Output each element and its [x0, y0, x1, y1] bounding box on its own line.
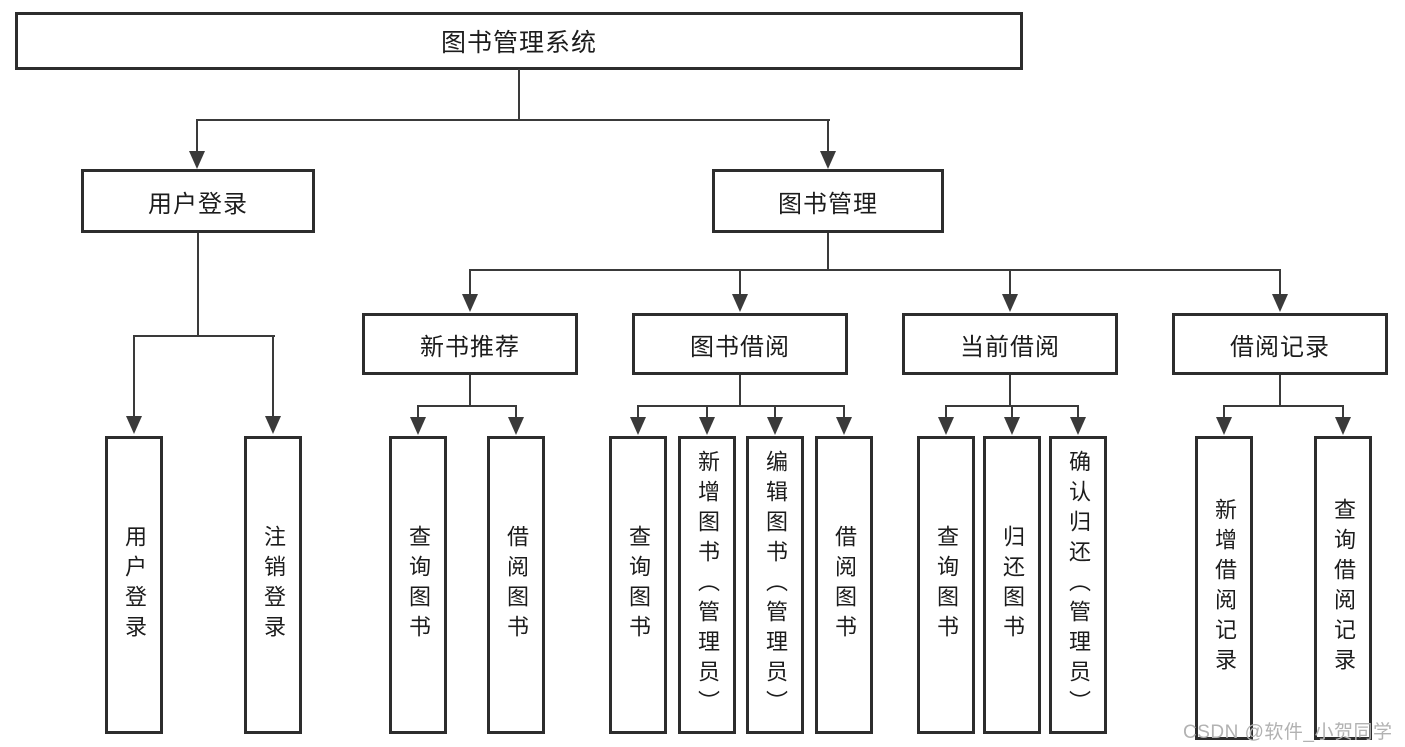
arrowhead-down-icon — [1004, 417, 1020, 435]
connector-drop — [1342, 405, 1344, 419]
arrowhead-down-icon — [630, 417, 646, 435]
connector-drop-login — [133, 335, 135, 417]
leaf-query-borrow-record: 查询借阅记录 — [1314, 436, 1372, 740]
arrowhead-down-icon — [1070, 417, 1086, 435]
node-book-borrowing: 图书借阅 — [632, 313, 848, 375]
connector-book-mgmt-stem — [827, 233, 829, 271]
arrowhead-down-icon — [410, 417, 426, 435]
connector-borrowing-bus — [637, 405, 845, 407]
leaf-query-books-current: 查询图书 — [917, 436, 975, 734]
connector-drop — [637, 405, 639, 419]
connector-records-stem — [1279, 375, 1281, 407]
node-label-borrow-records: 借阅记录 — [1230, 333, 1330, 361]
connector-user-login-stem — [197, 233, 199, 337]
connector-new-books-bus — [417, 405, 517, 407]
connector-drop-records — [1279, 269, 1281, 296]
arrowhead-down-icon — [189, 151, 205, 169]
leaf-query-books-borrowing: 查询图书 — [609, 436, 667, 734]
leaf-add-books-admin: 新增图书（管理员） — [678, 436, 736, 734]
leaf-label-borrow-books: 借阅图书 — [832, 525, 857, 645]
leaf-label-edit-books-admin: 编辑图书（管理员） — [763, 450, 788, 720]
connector-drop-book-management — [827, 119, 829, 153]
node-book-management: 图书管理 — [712, 169, 944, 233]
arrowhead-down-icon — [1335, 417, 1351, 435]
connector-drop — [515, 405, 517, 419]
leaf-label-return-books: 归还图书 — [1000, 525, 1025, 645]
arrowhead-down-icon — [820, 151, 836, 169]
arrowhead-down-icon — [265, 416, 281, 434]
connector-drop — [417, 405, 419, 419]
node-label-new-book-recommend: 新书推荐 — [420, 333, 520, 361]
leaf-logout: 注销登录 — [244, 436, 302, 734]
csdn-watermark: CSDN @软件_小贺同学 — [1183, 722, 1393, 743]
connector-current-stem — [1009, 375, 1011, 407]
connector-drop-logout — [272, 335, 274, 417]
connector-root-bus — [196, 119, 830, 121]
arrowhead-down-icon — [699, 417, 715, 435]
leaf-label-query-books: 查询图书 — [626, 525, 651, 645]
leaf-edit-books-admin: 编辑图书（管理员） — [746, 436, 804, 734]
node-label-current-borrowing: 当前借阅 — [960, 333, 1060, 361]
connector-drop — [706, 405, 708, 419]
leaf-label-add-books-admin: 新增图书（管理员） — [695, 450, 720, 720]
arrowhead-down-icon — [938, 417, 954, 435]
arrowhead-down-icon — [1272, 294, 1288, 312]
arrowhead-down-icon — [767, 417, 783, 435]
leaf-borrow-books-recommend: 借阅图书 — [487, 436, 545, 734]
leaf-add-borrow-record: 新增借阅记录 — [1195, 436, 1253, 740]
node-user-login: 用户登录 — [81, 169, 315, 233]
leaf-label-query-books: 查询图书 — [934, 525, 959, 645]
arrowhead-down-icon — [508, 417, 524, 435]
leaf-label-logout: 注销登录 — [261, 525, 286, 645]
leaf-label-confirm-return-admin: 确认归还（管理员） — [1066, 450, 1091, 720]
connector-drop-user-login — [196, 119, 198, 153]
arrowhead-down-icon — [1216, 417, 1232, 435]
connector-user-login-bus — [133, 335, 275, 337]
leaf-label-query-books: 查询图书 — [406, 525, 431, 645]
connector-new-books-stem — [469, 375, 471, 407]
leaf-label-borrow-books: 借阅图书 — [504, 525, 529, 645]
connector-drop — [843, 405, 845, 419]
leaf-label-query-borrow-record: 查询借阅记录 — [1331, 498, 1356, 678]
leaf-confirm-return-admin: 确认归还（管理员） — [1049, 436, 1107, 734]
connector-book-mgmt-bus — [469, 269, 1281, 271]
connector-drop — [774, 405, 776, 419]
node-new-book-recommend: 新书推荐 — [362, 313, 578, 375]
node-borrow-records: 借阅记录 — [1172, 313, 1388, 375]
arrowhead-down-icon — [1002, 294, 1018, 312]
connector-drop — [1223, 405, 1225, 419]
connector-drop-borrowing — [739, 269, 741, 296]
connector-drop — [1077, 405, 1079, 419]
connector-drop-current — [1009, 269, 1011, 296]
connector-borrowing-stem — [739, 375, 741, 407]
leaf-borrow-books: 借阅图书 — [815, 436, 873, 734]
leaf-query-books-recommend: 查询图书 — [389, 436, 447, 734]
connector-drop — [945, 405, 947, 419]
connector-drop-new-books — [469, 269, 471, 296]
leaf-label-add-borrow-record: 新增借阅记录 — [1212, 498, 1237, 678]
arrowhead-down-icon — [126, 416, 142, 434]
arrowhead-down-icon — [462, 294, 478, 312]
node-label-book-management: 图书管理 — [778, 190, 878, 218]
node-current-borrowing: 当前借阅 — [902, 313, 1118, 375]
leaf-label-user-login: 用户登录 — [122, 525, 147, 645]
node-label-root: 图书管理系统 — [440, 29, 597, 57]
arrowhead-down-icon — [732, 294, 748, 312]
node-library-management-system: 图书管理系统 — [15, 12, 1023, 70]
leaf-user-login: 用户登录 — [105, 436, 163, 734]
connector-drop — [1011, 405, 1013, 419]
arrowhead-down-icon — [836, 417, 852, 435]
leaf-return-books: 归还图书 — [983, 436, 1041, 734]
connector-records-bus — [1223, 405, 1344, 407]
node-label-user-login: 用户登录 — [148, 190, 248, 218]
connector-root-stem — [518, 69, 520, 120]
node-label-book-borrowing: 图书借阅 — [690, 333, 790, 361]
